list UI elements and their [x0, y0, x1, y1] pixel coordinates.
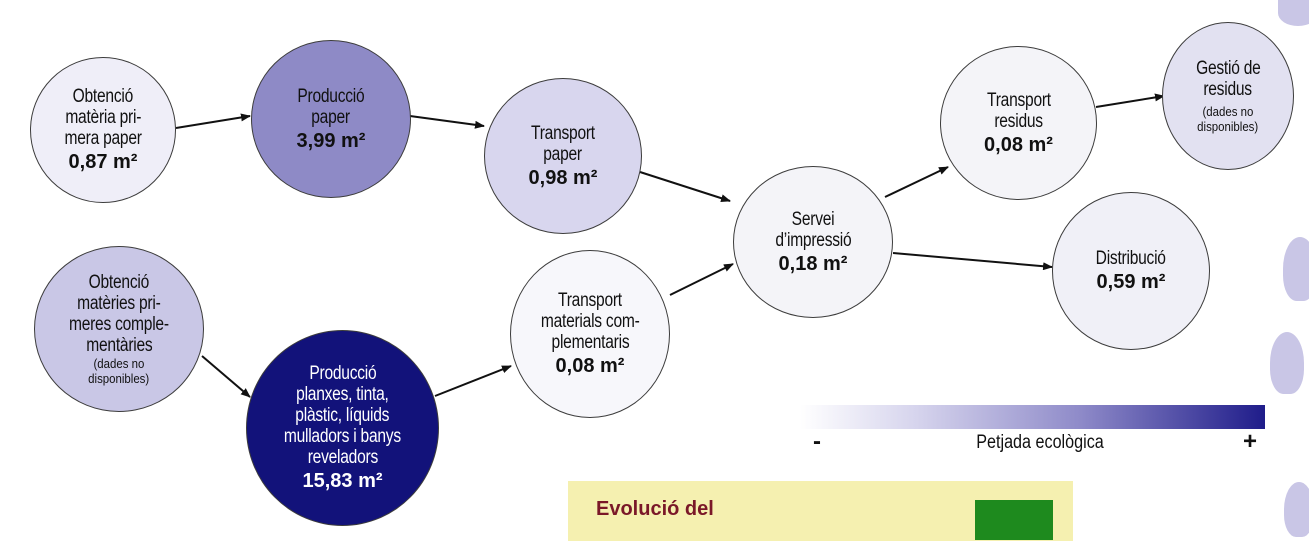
node-label: Servei [791, 208, 835, 230]
arrow-transport-paper-to-servei [639, 171, 731, 203]
node-label: Transport [531, 122, 595, 144]
node-gestio-residus: Gestió de residus (dades no disponibles) [1162, 22, 1294, 170]
node-label: matèries pri- [77, 293, 161, 314]
node-value: 0,08 m² [984, 133, 1053, 156]
node-label: mentàries [85, 335, 153, 356]
arrow-servei-to-distribucio [892, 252, 1053, 271]
node-label: Gestió de [1195, 58, 1261, 79]
node-note: disponibles) [88, 371, 150, 386]
node-obtencio-materia-primera-paper: Obtenció matèria pri- mera paper 0,87 m² [30, 57, 176, 203]
arrow-produccio-planxes-to-transport-comp [434, 365, 512, 397]
node-label: Producció [297, 85, 365, 107]
node-value: 0,08 m² [555, 355, 625, 377]
node-value: 3,99 m² [296, 129, 366, 152]
node-value: 0,18 m² [778, 252, 848, 275]
node-label: Obtenció [88, 272, 150, 293]
node-label: Producció [308, 363, 377, 384]
node-label: mulladors i banys [283, 426, 402, 447]
scale-plus: + [1243, 428, 1258, 455]
node-label: d’impressió [774, 229, 852, 251]
node-label: residus [1203, 79, 1253, 100]
node-value: 15,83 m² [302, 470, 383, 492]
node-label: residus [994, 110, 1043, 132]
node-value: 0,87 m² [68, 151, 138, 173]
arrow-transport-residus-to-gestio [1095, 93, 1165, 108]
node-label: mera paper [64, 128, 142, 149]
node-label: Transport [558, 290, 622, 311]
arrow-servei-to-transport-residus [884, 166, 949, 198]
scale-minus: - [813, 428, 821, 455]
decorative-oval [1278, 0, 1309, 26]
node-label: Distribució [1095, 248, 1167, 269]
node-label: Obtenció [72, 86, 134, 107]
node-transport-paper: Transport paper 0,98 m² [484, 78, 642, 234]
scale-label: Petjada ecològica [976, 432, 1104, 453]
node-label: plàstic, líquids [295, 405, 390, 426]
node-label: reveladors [307, 447, 378, 468]
node-produccio-planxes: Producció planxes, tinta, plàstic, líqui… [246, 330, 439, 526]
footprint-gradient-bar [800, 405, 1265, 429]
decorative-oval [1284, 482, 1309, 537]
node-label: meres comple- [69, 314, 169, 335]
node-note: (dades no [1202, 104, 1254, 119]
node-transport-materials-complementaris: Transport materials com- plementaris 0,0… [510, 250, 670, 418]
node-distribucio: Distribució 0,59 m² [1052, 192, 1210, 350]
node-label: plementaris [551, 332, 629, 353]
node-transport-residus: Transport residus 0,08 m² [940, 46, 1097, 200]
evolution-title: Evolució del [596, 498, 714, 520]
node-value: 0,59 m² [1096, 271, 1166, 293]
node-produccio-paper: Producció paper 3,99 m² [251, 40, 411, 198]
node-label: paper [311, 106, 351, 128]
node-servei-impressio: Servei d’impressió 0,18 m² [733, 166, 893, 318]
node-label: planxes, tinta, [296, 384, 389, 405]
arrow-obtencio-comp-to-produccio-planxes [201, 355, 251, 398]
arrow-obtencio-to-produccio-paper [175, 113, 251, 129]
node-note: disponibles) [1197, 119, 1259, 134]
evolution-swatch [975, 500, 1053, 540]
node-note: (dades no [93, 356, 145, 371]
node-label: paper [543, 143, 583, 165]
node-obtencio-materies-complementaries: Obtenció matèries pri- meres comple- men… [34, 246, 204, 412]
node-value: 0,98 m² [528, 166, 598, 189]
node-label: matèria pri- [65, 107, 141, 128]
arrow-produccio-paper-to-transport [409, 115, 485, 129]
node-label: materials com- [540, 311, 640, 332]
decorative-oval [1283, 237, 1309, 301]
evolution-box: Evolució del [568, 481, 1073, 541]
node-label: Transport [986, 89, 1051, 111]
arrow-transport-comp-to-servei [669, 263, 734, 296]
decorative-oval [1270, 332, 1304, 394]
